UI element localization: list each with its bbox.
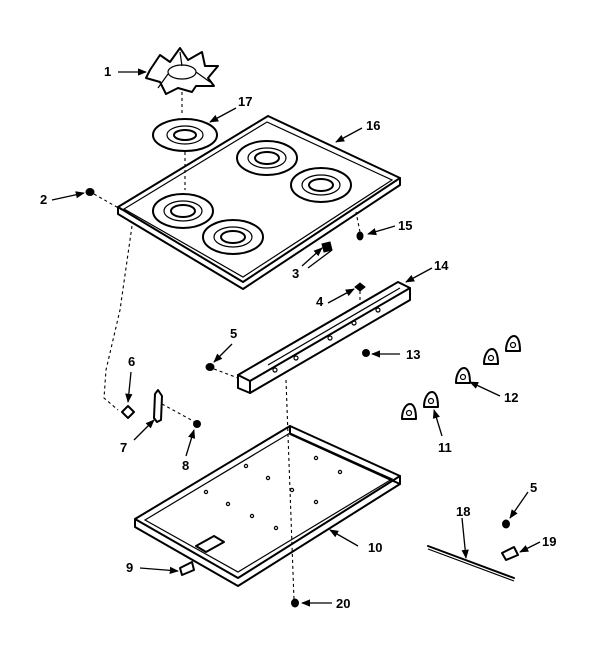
rod-18-part [427, 545, 515, 582]
knob-insert-11-b [423, 391, 439, 408]
knob-insert-12-c [505, 335, 521, 352]
tab-6-part [121, 405, 135, 419]
callout-5-upper: 5 [230, 326, 237, 341]
callout-6: 6 [128, 354, 135, 369]
leader-lines [51, 68, 541, 607]
screw-4-part [354, 282, 366, 292]
callout-2: 2 [40, 192, 47, 207]
clip-19-part [501, 546, 519, 561]
callout-11: 11 [438, 440, 452, 455]
callout-9: 9 [126, 560, 133, 575]
callout-8: 8 [182, 458, 189, 473]
screw-15-part [356, 231, 364, 241]
knob-insert-12-b [483, 348, 499, 365]
screw-8-part [193, 420, 201, 428]
callout-7: 7 [120, 440, 127, 455]
manifold-panel-part [237, 281, 411, 394]
nut-13-part [362, 349, 370, 357]
knob-insert-11-a [401, 403, 417, 420]
callout-3: 3 [292, 266, 299, 281]
screw-20-part [291, 598, 299, 608]
cooktop-part [117, 115, 401, 290]
callout-4: 4 [316, 294, 324, 309]
burner-box-part [134, 425, 401, 587]
screw-5-lower-part [502, 519, 510, 529]
callout-1: 1 [104, 64, 111, 79]
callout-13: 13 [406, 347, 420, 362]
bracket-7-part [153, 389, 163, 423]
callout-18: 18 [456, 504, 470, 519]
callout-19: 19 [542, 534, 556, 549]
callout-20: 20 [336, 596, 350, 611]
screw-5-upper-part [205, 363, 215, 371]
knob-insert-12-a [455, 367, 471, 384]
callout-12: 12 [504, 390, 518, 405]
callout-14: 14 [434, 258, 449, 273]
callout-17: 17 [238, 94, 252, 109]
callout-15: 15 [398, 218, 412, 233]
tab-9-part [179, 561, 195, 576]
screw-2-part [85, 188, 95, 196]
callout-5-lower: 5 [530, 480, 537, 495]
burner-spreader-part [145, 47, 219, 95]
callout-10: 10 [368, 540, 382, 555]
callout-16: 16 [366, 118, 380, 133]
burner-bowl-part [152, 118, 218, 152]
